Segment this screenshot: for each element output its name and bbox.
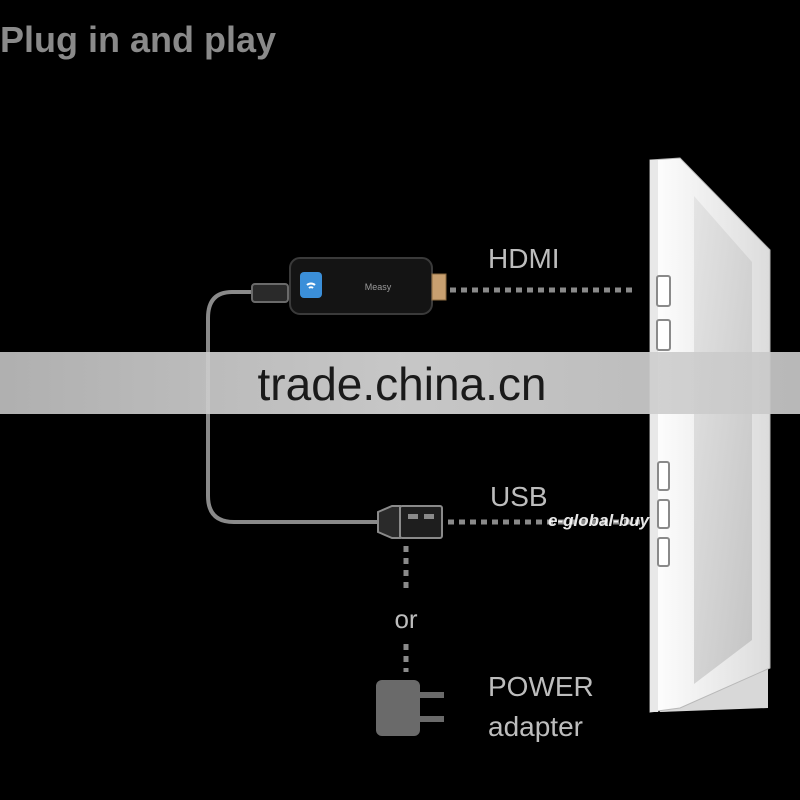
wireless-display-dongle: Measy: [289, 257, 447, 315]
power-adapter-prong-2: [420, 716, 444, 722]
tv-usb-port-3: [657, 537, 670, 567]
power-adapter-body: [376, 680, 420, 736]
usb-plug-body: [377, 505, 401, 539]
dongle-led: [300, 272, 322, 298]
power-label-line2: adapter: [488, 711, 583, 742]
wifi-icon: [306, 282, 316, 289]
watermark-banner-text: trade.china.cn: [258, 358, 547, 410]
watermark-banner: [0, 352, 800, 414]
power-label-line1: POWER: [488, 671, 594, 702]
hdmi-plug: [431, 273, 447, 301]
seller-watermark: e-global-buy: [548, 511, 651, 530]
page-title: Plug in and play: [0, 19, 276, 60]
power-adapter-prong-1: [420, 692, 444, 698]
tv-usb-port-1: [657, 461, 670, 491]
power-adapter-icon: [376, 680, 444, 736]
tv-screen: [694, 196, 752, 684]
tv-bezel-edge: [650, 160, 658, 712]
tv-usb-port-2: [657, 499, 670, 529]
usb-plug-contact-2: [424, 514, 434, 519]
usb-plug: [377, 505, 443, 539]
hdmi-label: HDMI: [488, 243, 560, 274]
tv-monitor: [649, 157, 771, 713]
micro-usb-plug: [251, 283, 289, 303]
usb-plug-contact-1: [408, 514, 418, 519]
or-label: or: [394, 604, 417, 634]
usb-label: USB: [490, 481, 548, 512]
usb-plug-head: [399, 505, 443, 539]
tv-hdmi-port-2: [656, 319, 671, 351]
dongle-brand: Measy: [365, 282, 392, 292]
tv-hdmi-port-1: [656, 275, 671, 307]
